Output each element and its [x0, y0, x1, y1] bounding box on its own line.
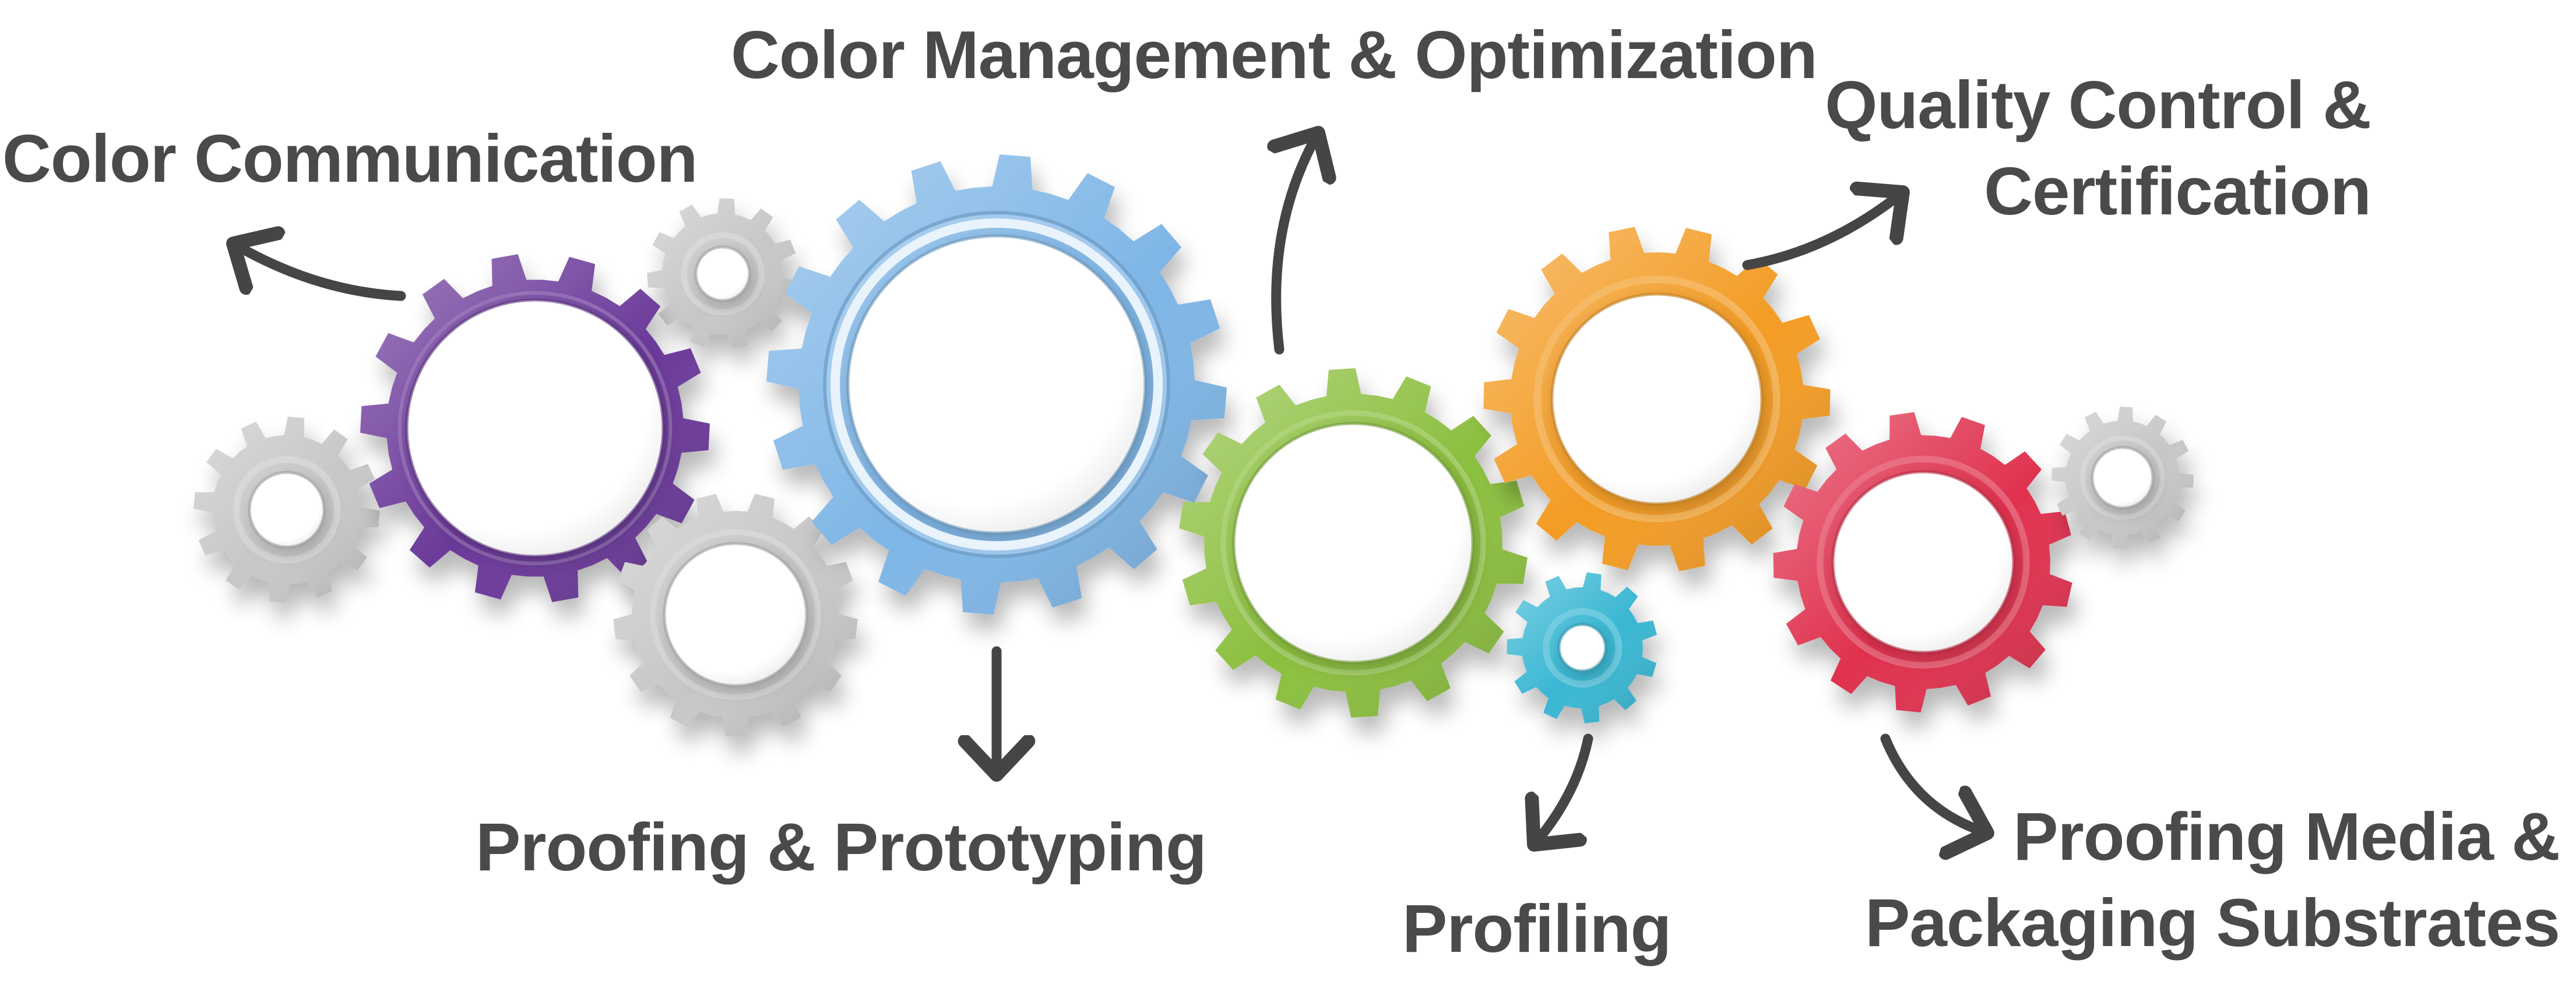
- gray-gear-middle: [613, 493, 858, 737]
- label-color-management-optimization: Color Management & Optimization: [731, 17, 1818, 93]
- label-proofing-media-packaging: Proofing Media & Packaging Substrates: [1865, 799, 2560, 961]
- gray-gear-right: [2051, 407, 2194, 549]
- label-proofing-prototyping: Proofing & Prototyping: [476, 809, 1207, 885]
- orange-gear: [1483, 227, 1831, 571]
- gray-gear-left: [193, 417, 380, 603]
- purple-gear: [360, 254, 710, 602]
- arrow-color-management: [1276, 133, 1318, 355]
- arrow-quality-control: [1742, 192, 1903, 270]
- blue-gear: [766, 154, 1227, 615]
- label-profiling: Profiling: [1402, 891, 1671, 966]
- green-gear: [1179, 368, 1528, 718]
- gray-gear-top: [647, 198, 798, 349]
- arrow-proofing-media: [1880, 733, 1987, 833]
- arrow-profiling: [1534, 733, 1593, 845]
- label-color-communication: Color Communication: [2, 121, 698, 196]
- red-gear: [1773, 412, 2072, 712]
- arrow-color-communication: [233, 244, 406, 301]
- label-quality-control-certification: Quality Control & Certification: [1825, 67, 2371, 230]
- cyan-gear: [1507, 572, 1657, 724]
